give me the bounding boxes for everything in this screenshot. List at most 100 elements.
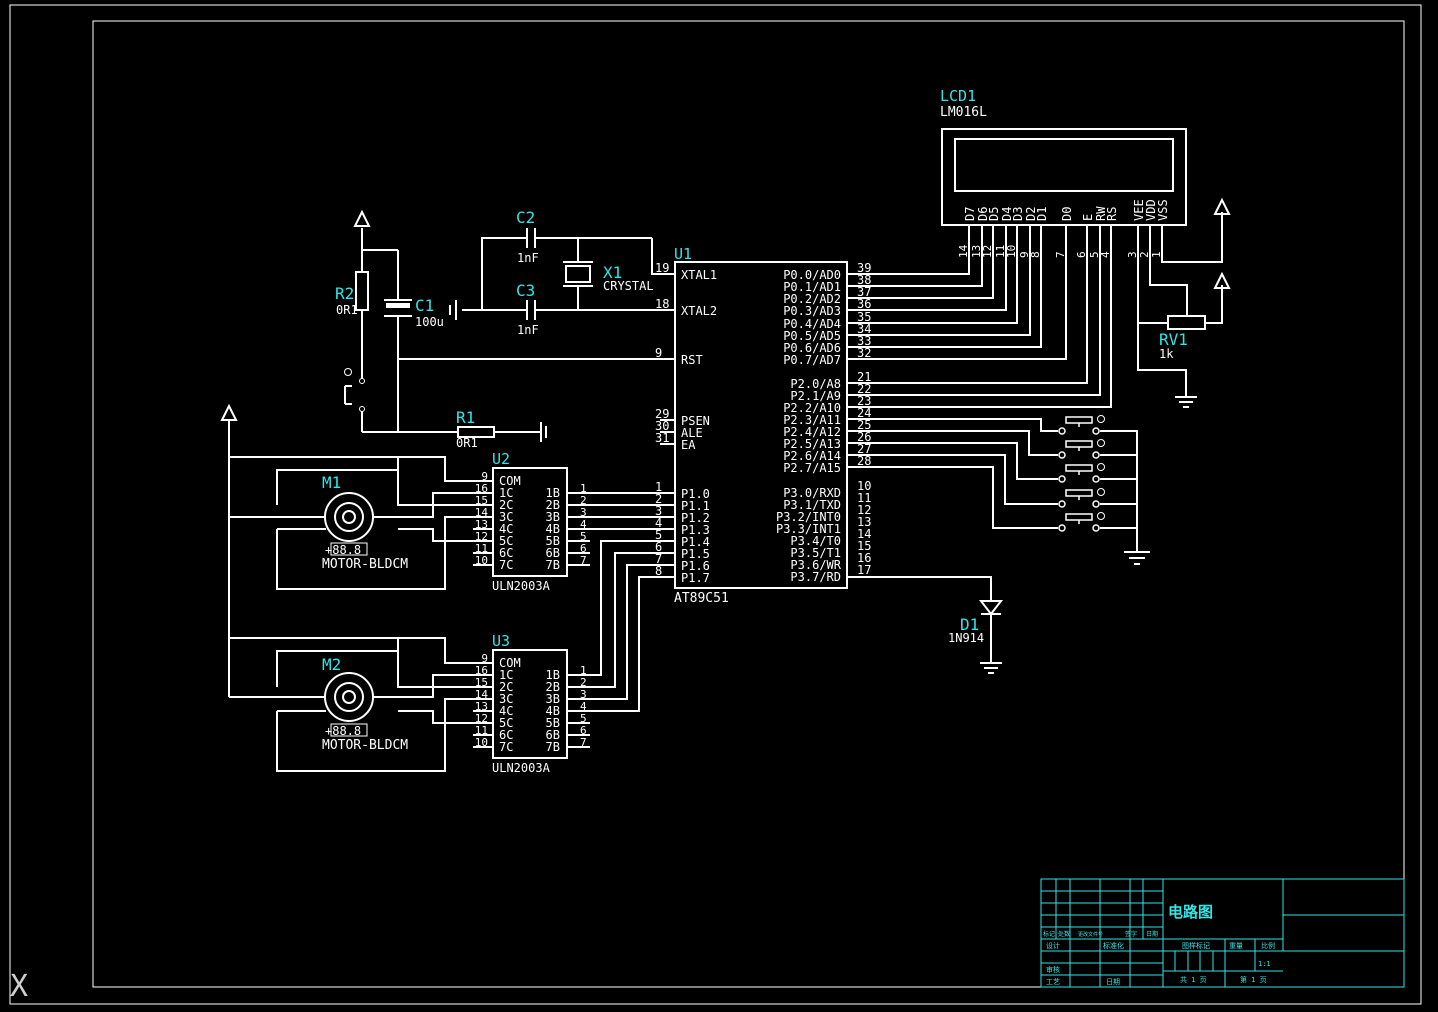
uln-pin-name: 1B (546, 486, 560, 500)
lcd-pin-number: 3 (1126, 251, 1139, 258)
uln-pin-number: 16 (475, 482, 488, 495)
uln-pin-number: 2 (580, 676, 587, 689)
r2-value: 0R1 (336, 303, 358, 317)
m2-readout: +88.8 (325, 724, 361, 738)
diode-d1[interactable] (847, 576, 1004, 674)
uln-pin-number: 6 (580, 542, 587, 555)
lcd-pin-number: 1 (1150, 251, 1163, 258)
u3-ref: U3 (492, 632, 510, 650)
mcu-pin-name: P0.6/AD6 (783, 341, 841, 355)
lcd-pin-number: 4 (1099, 251, 1112, 258)
x1-ref: X1 (603, 263, 622, 282)
lcd-pin-name: RW (1094, 206, 1108, 221)
mcu-pin-number: 6 (655, 540, 662, 554)
uln-pin-number: 6 (580, 724, 587, 737)
mcu-pin-name: P3.4/T0 (790, 534, 841, 548)
uln-pin-number: 12 (475, 712, 488, 725)
x1-value: CRYSTAL (603, 279, 654, 293)
uln-pin-name: 4C (499, 704, 513, 718)
mcu-pin-name: P1.5 (681, 547, 710, 561)
push-button[interactable] (1058, 488, 1105, 508)
uln-pin-name: 3C (499, 510, 513, 524)
vcc-arrow-icon (353, 209, 371, 227)
uln-pin-number: 1 (580, 482, 587, 495)
push-button[interactable] (1058, 439, 1105, 459)
mcu-pin-name: P2.3/A11 (783, 413, 841, 427)
tb-weight: 重量 (1229, 942, 1243, 950)
push-button[interactable] (1058, 415, 1105, 435)
u2-part: ULN2003A (492, 579, 551, 593)
uln-pin-number: 9 (481, 470, 488, 483)
title-block: 电路图 标记 处数 更改文件号 签字 日期 设计 标准化 图样标记 重量 比例 … (1040, 878, 1405, 988)
uln-pin-number: 14 (475, 688, 489, 701)
uln-pin-number: 7 (580, 736, 587, 749)
lcd-module[interactable]: LCD1 LM016L D714D613D512D411D310D29D18D0… (940, 87, 1187, 258)
uln-pin-number: 13 (475, 518, 488, 531)
uln-pin-name: 2C (499, 498, 513, 512)
uln-pin-name: 1C (499, 668, 513, 682)
uln-pin-name: 1B (546, 668, 560, 682)
oscillator (449, 228, 675, 320)
switch-knob-icon (344, 368, 352, 376)
tb-process: 工艺 (1046, 978, 1060, 986)
lcd-pin-name: D0 (1060, 207, 1074, 221)
mcu-pin-name: P1.1 (681, 499, 710, 513)
mcu-pin-name: P1.4 (681, 535, 710, 549)
motor-m1[interactable] (324, 492, 374, 556)
uln-pin-name: 6B (546, 728, 560, 742)
lcd-pin-number: 14 (957, 244, 970, 258)
tb-header-sign: 签字 (1125, 930, 1137, 938)
motor-driver-section-2 (229, 637, 493, 772)
uln-pin-number: 15 (475, 494, 488, 507)
tb-date: 日期 (1106, 978, 1120, 986)
uln-pin-number: 3 (580, 506, 587, 519)
bus-p1-u2 (567, 492, 675, 530)
uln-pin-name: 4B (546, 704, 560, 718)
mcu-pin-number: 18 (655, 297, 669, 311)
tb-standardize: 标准化 (1103, 941, 1124, 950)
tb-header-count: 处数 (1058, 930, 1070, 938)
mcu-pin-name: P3.5/T1 (790, 546, 841, 560)
mcu-pin-number: 25 (857, 418, 871, 432)
c1-plate (386, 303, 410, 308)
mcu-pin-name: P3.7/RD (790, 570, 841, 584)
motor-m2[interactable] (324, 672, 374, 737)
lcd-pin-number: 2 (1138, 251, 1151, 258)
tb-scale: 1:1 (1258, 960, 1271, 968)
mcu-pin-name: P1.0 (681, 487, 710, 501)
mcu-pin-name: ALE (681, 426, 703, 440)
button-knob-icon (1097, 415, 1105, 423)
lcd-pin-name: D2 (1024, 207, 1038, 221)
uln-pin-name: 6C (499, 728, 513, 742)
vcc-arrow-icon (1213, 271, 1231, 289)
mcu-pin-number: 28 (857, 454, 871, 468)
uln-pin-number: 2 (580, 494, 587, 507)
uln-pin-name: COM (499, 474, 521, 488)
tb-review: 审核 (1046, 965, 1060, 974)
tb-header-change: 更改文件号 (1078, 931, 1103, 938)
uln-pin-name: 6B (546, 546, 560, 560)
uln-pin-number: 4 (580, 518, 587, 531)
push-buttons[interactable] (1058, 415, 1105, 532)
mcu-pin-name: P2.0/A8 (790, 377, 841, 391)
button-knob-icon (1097, 488, 1105, 496)
push-button[interactable] (1058, 512, 1105, 532)
lcd-pin-number: 12 (981, 245, 994, 258)
uln-pin-name: 4C (499, 522, 513, 536)
vcc-arrow-icon (220, 403, 238, 421)
mcu-pin-number: 37 (857, 285, 871, 299)
outer-border (9, 4, 1422, 1005)
mcu-pin-name: P2.6/A14 (783, 449, 841, 463)
mcu-pin-number: 17 (857, 563, 871, 577)
push-button[interactable] (1058, 463, 1105, 483)
mcu-pin-name: P0.7/AD7 (783, 353, 841, 367)
mcu-pin-name: P3.3/INT1 (776, 522, 841, 536)
mcu-pin-number: 19 (655, 261, 669, 275)
uln-pin-number: 13 (475, 700, 488, 713)
